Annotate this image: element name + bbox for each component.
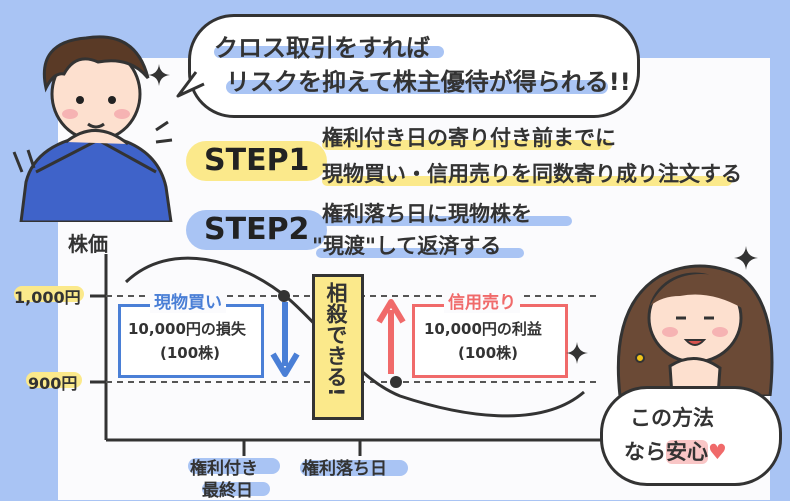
loss-box [118,304,264,378]
x-label-2: 権利落ち日 [302,459,387,479]
profit-box-line-2: (100株) [458,344,519,362]
bubble-underline-1 [214,46,444,58]
cloud-line-2-highlight: 安心 [666,440,708,464]
price-point-low [390,376,402,388]
cloud-line-1: この方法 [630,406,714,430]
heart-icon: ♥ [708,440,727,464]
speech-bubble-tail [176,71,205,98]
speech-bubble [188,14,640,118]
step2-underline-1 [322,216,572,226]
sparkle-icon [566,342,588,364]
x-label-1-highlight [188,458,280,474]
bubble-line-2: リスクを抑えて株主優待が得られる!! [226,68,631,96]
bubble-underline-2 [226,80,608,94]
step2-line-2: "現渡"して返済する [312,234,502,258]
sparkle-icon [148,64,170,86]
step1-badge: STEP1 [186,141,328,181]
bubble-line-1: クロス取引をすれば [214,34,430,62]
loss-box-line-1: 10,000円の損失 [128,320,246,338]
price-low-highlight [26,372,82,388]
loss-box-line-2: (100株) [160,344,221,362]
x-label-1b-highlight [202,482,270,496]
x-label-1-line-2: 最終日 [202,481,253,501]
cloud-bubble [600,386,782,486]
x-label-1-line-1: 権利付き [190,459,258,479]
sparkle-icon [734,246,758,270]
profit-box-line-1: 10,000円の利益 [424,320,542,338]
step2-line-1: 権利落ち日に現物株を [322,202,532,226]
price-high-label: 1,000円 [14,288,81,307]
step1-line-1: 権利付き日の寄り付き前までに [322,126,616,150]
step1-line-2: 現物買い・信用売りを同数寄り成り注文する [322,162,742,186]
x-label-2-highlight [300,460,408,476]
up-arrow-icon [376,299,406,374]
offset-box [312,274,364,420]
cloud-line-2-prefix: なら [624,440,666,464]
step2-badge: STEP2 [186,210,328,250]
price-low-label: 900円 [28,374,78,393]
price-point-high [278,290,290,302]
step2-underline-2 [316,248,524,258]
step1-underline-2 [322,176,732,186]
girl-character [616,264,774,396]
loss-box-title: 現物買い [150,288,226,313]
cloud-line-2: なら安心♥ [624,436,727,466]
profit-box-title: 信用売り [444,288,520,313]
down-arrow-icon [270,302,300,377]
offset-label: 相殺できる! [324,282,348,397]
chart-ylabel: 株価 [68,232,108,256]
profit-box [412,304,568,378]
boy-character [12,35,173,222]
step1-underline-1 [322,140,612,150]
price-high-highlight [14,286,84,302]
